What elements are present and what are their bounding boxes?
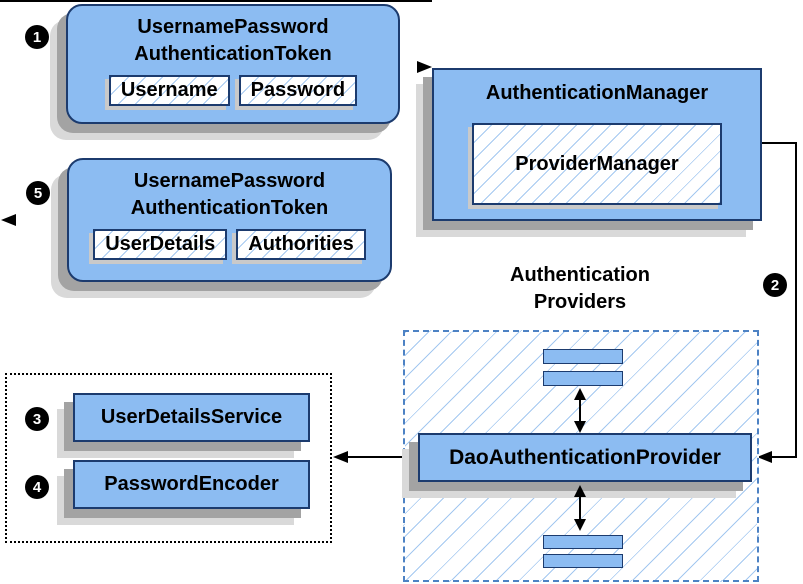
node-password-encoder: PasswordEncoder (73, 460, 310, 509)
request-token-title-line1: UsernamePassword (137, 16, 329, 38)
arrowhead-into-authentication-manager-icon (417, 61, 432, 73)
arrowhead-up-to-top-stack-icon (574, 388, 586, 400)
node-user-details-service: UserDetailsService (73, 393, 310, 442)
connector-manager-to-provider-bottom (772, 456, 797, 458)
provider-stack-bottom-bar-2 (543, 554, 623, 568)
services-dotted-container (5, 373, 332, 543)
connector-dao-to-services (347, 456, 418, 458)
request-token-title: UsernamePassword AuthenticationToken (134, 14, 331, 68)
step-badge-3: 3 (25, 407, 49, 431)
authentication-providers-label-line1: Authentication (510, 264, 650, 286)
node-dao-authentication-provider: DaoAuthenticationProvider (418, 433, 752, 482)
authentication-providers-label-line2: Providers (533, 291, 627, 313)
arrowhead-response-out-icon (1, 214, 16, 226)
connector-top-stack-dao (579, 398, 581, 424)
step-badge-4: 4 (25, 475, 49, 499)
arrowhead-up-to-dao-icon (574, 485, 586, 497)
response-token-title: UsernamePassword AuthenticationToken (131, 168, 328, 222)
authentication-manager-title: AuthenticationManager (485, 82, 709, 104)
arrowhead-into-dao-provider-icon (757, 451, 772, 463)
request-token-fields: Username Password (108, 75, 358, 106)
field-authorities: Authorities (236, 229, 366, 260)
connector-response-flow (0, 0, 432, 2)
user-details-service-label: UserDetailsService (100, 406, 283, 428)
provider-stack-bottom-bar-1 (543, 535, 623, 549)
arrowhead-down-to-dao-icon (574, 421, 586, 433)
step-badge-1: 1 (25, 25, 49, 49)
request-token-title-line2: AuthenticationToken (134, 43, 332, 65)
step-badge-5: 5 (26, 181, 50, 205)
response-token-fields: UserDetails Authorities (93, 229, 366, 260)
node-provider-manager: ProviderManager (472, 123, 722, 205)
authentication-providers-label: Authentication Providers (450, 262, 710, 316)
node-username-password-token-request: UsernamePassword AuthenticationToken Use… (66, 4, 400, 124)
dao-authentication-provider-label: DaoAuthenticationProvider (449, 445, 721, 469)
step-badge-2: 2 (763, 273, 787, 297)
arrowhead-into-services-icon (333, 451, 348, 463)
arrowhead-down-to-bottom-stack-icon (574, 519, 586, 531)
field-password: Password (238, 75, 358, 106)
password-encoder-label: PasswordEncoder (104, 473, 279, 495)
node-username-password-token-response: UsernamePassword AuthenticationToken Use… (67, 158, 392, 282)
provider-stack-top-bar-1 (543, 349, 623, 364)
connector-manager-to-provider-top (759, 142, 797, 144)
connector-manager-to-provider-vertical (795, 142, 797, 458)
response-token-title-line2: AuthenticationToken (130, 197, 329, 219)
field-user-details: UserDetails (93, 229, 228, 260)
connector-dao-bottom-stack (579, 495, 581, 521)
node-authentication-manager: AuthenticationManager ProviderManager (432, 68, 762, 221)
response-token-title-line1: UsernamePassword (133, 170, 326, 192)
provider-manager-label: ProviderManager (515, 152, 679, 175)
provider-stack-top-bar-2 (543, 371, 623, 386)
field-username: Username (108, 75, 230, 106)
